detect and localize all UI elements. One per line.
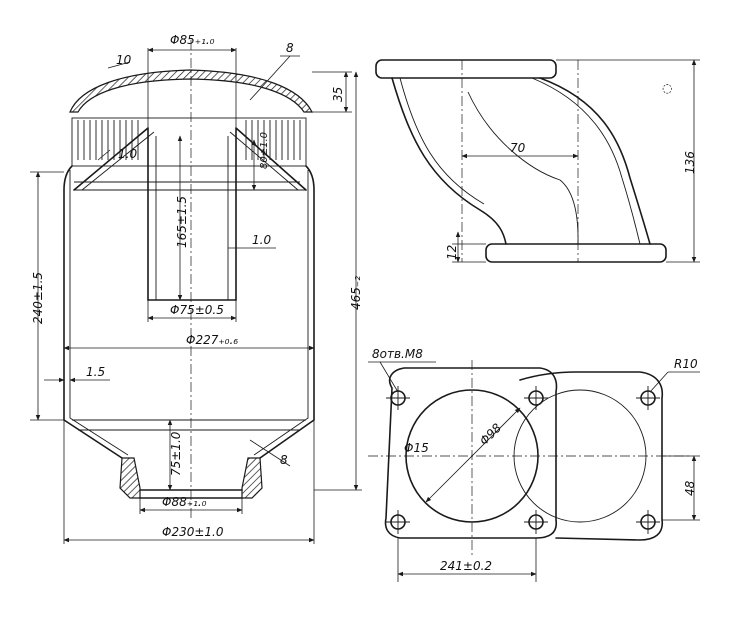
- label-dia-98: Φ98: [477, 420, 505, 448]
- bolt-holes: [386, 386, 660, 534]
- elbow-side-view: [375, 59, 667, 263]
- label-dia-75: Φ75±0.5: [170, 303, 224, 317]
- inner-cone: [73, 127, 307, 301]
- body-section-view: [63, 40, 315, 520]
- label-dim-241: 241±0.2: [440, 559, 492, 573]
- label-dim-240: 240±1.5: [31, 272, 45, 324]
- label-dia-227: Φ227₊₀.₆: [186, 333, 238, 347]
- bolt-hole-crosshair: [524, 386, 548, 410]
- label-dia-230: Φ230±1.0: [162, 525, 224, 539]
- label-dim-165: 165±1.5: [175, 196, 189, 248]
- label-wall-15: 1.5: [86, 365, 105, 379]
- elbow-bottom-flange: [485, 243, 667, 263]
- label-wall-8-top: 8: [286, 41, 294, 55]
- label-dia-88: Φ88₊₁.₀: [162, 495, 207, 509]
- bolt-hole-crosshair: [636, 510, 660, 534]
- elbow-top-flange: [375, 59, 557, 79]
- label-wall-10-left: 1.0: [118, 147, 137, 161]
- label-holes-note: 8отв.М8: [372, 347, 423, 361]
- flange-plan-view: Φ15 Φ98: [368, 360, 690, 556]
- label-dia-15: Φ15: [404, 441, 429, 455]
- bolt-hole-crosshair: [524, 510, 548, 534]
- top-cover: [69, 69, 313, 113]
- bottom-neck: [119, 457, 141, 499]
- outer-shell: [63, 165, 315, 481]
- body-dimensions: Φ85₊₁.₀ 10 8 35 1.0 80±1.0 165±1.5 240±1…: [30, 33, 363, 544]
- bolt-hole-crosshair: [386, 510, 410, 534]
- label-dim-35: 35: [331, 87, 345, 102]
- label-dim-465: 465₋₂: [349, 276, 363, 310]
- label-dia-top: Φ85₊₁.₀: [170, 33, 215, 47]
- label-radius-r10: R10: [674, 357, 698, 371]
- label-dim-80: 80±1.0: [259, 132, 270, 169]
- flange-dimensions: 8отв.М8 R10 48 241±0.2: [368, 347, 700, 582]
- bolt-hole-crosshair: [636, 386, 660, 410]
- ribbed-ring: [71, 117, 307, 167]
- label-dim-136: 136: [683, 151, 697, 174]
- elbow-body: [391, 77, 651, 245]
- flange-plate-left: [384, 367, 558, 539]
- label-dim-70: 70: [510, 141, 526, 155]
- label-dim-75: 75±1.0: [169, 431, 183, 476]
- label-wall-8-bottom: 8: [280, 453, 288, 467]
- label-wall-10-inner: 1.0: [252, 233, 271, 247]
- corner-mark: ◌: [662, 81, 672, 95]
- label-dim-12: 12: [445, 245, 459, 260]
- bolt-hole-crosshair: [386, 386, 410, 410]
- label-dim-48: 48: [683, 480, 697, 496]
- elbow-dimensions: 70 136 12 ◌: [445, 59, 700, 263]
- label-wall-10: 10: [116, 53, 132, 67]
